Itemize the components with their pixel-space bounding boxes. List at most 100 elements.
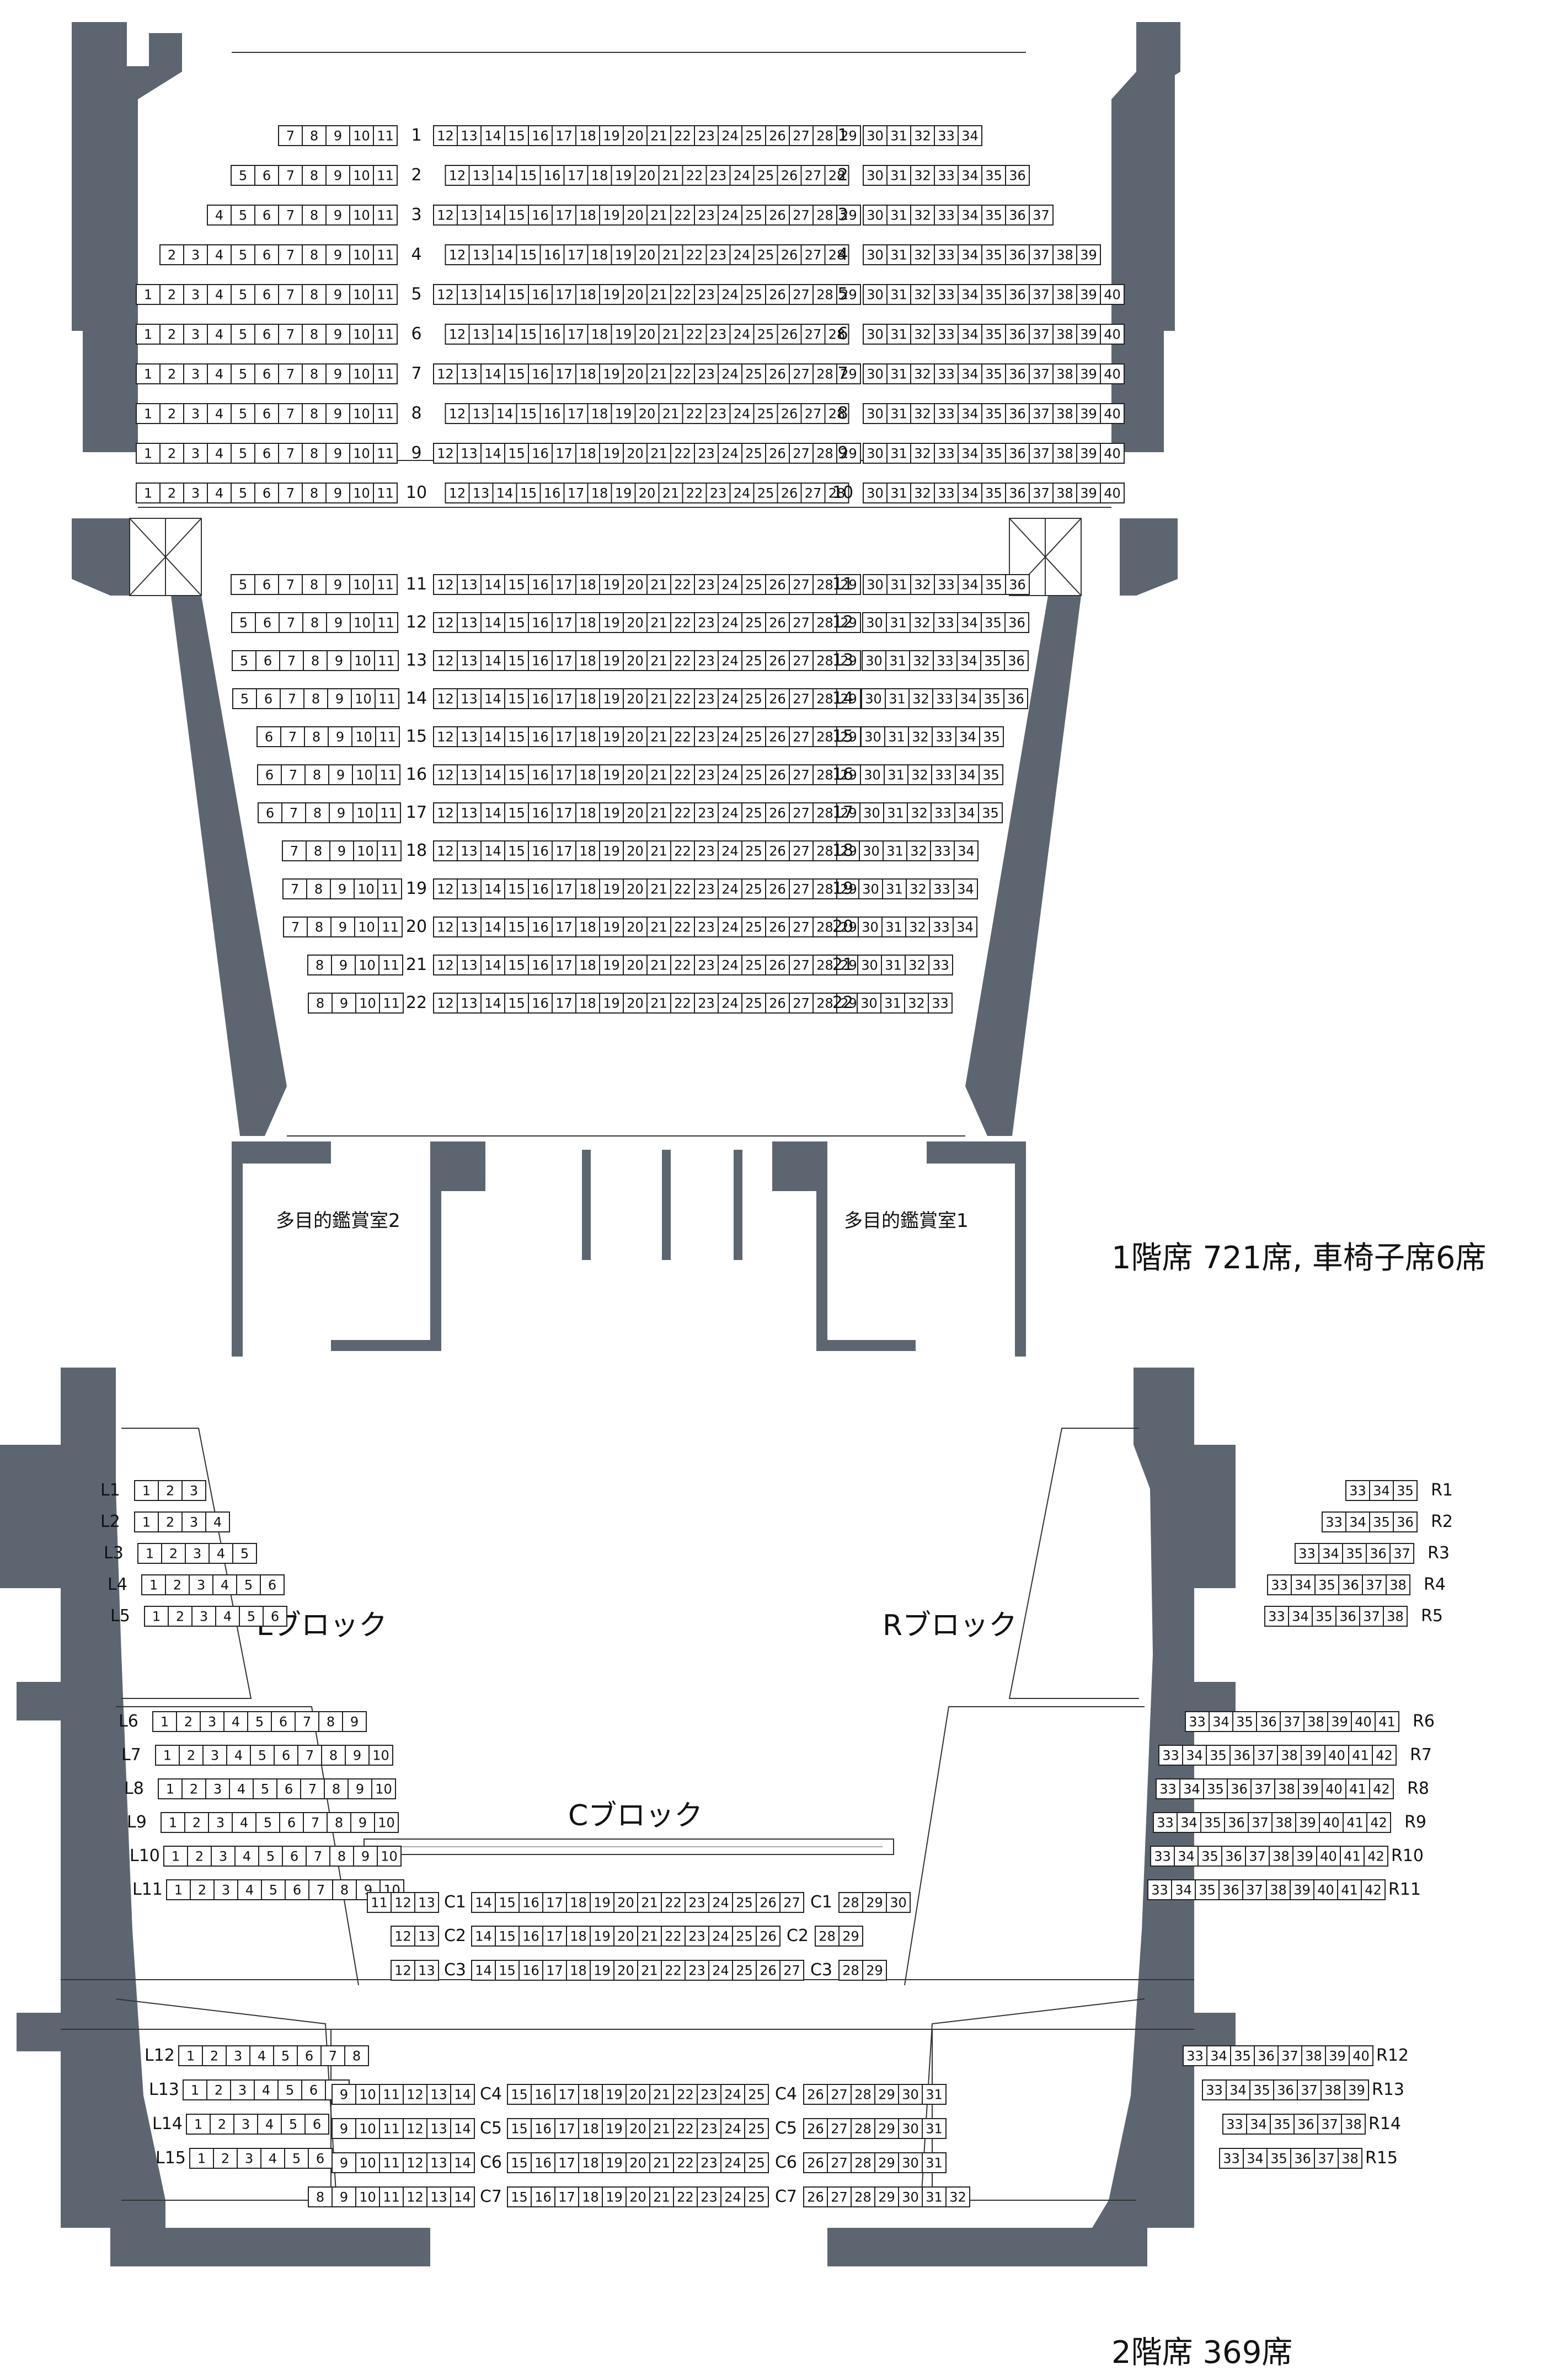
- seat[interactable]: 36: [1256, 1711, 1281, 1732]
- seat[interactable]: 37: [1029, 403, 1054, 424]
- seat[interactable]: 12: [433, 612, 458, 633]
- seat[interactable]: 6: [297, 2045, 322, 2066]
- seat[interactable]: 19: [599, 840, 624, 861]
- seat[interactable]: 24: [718, 205, 742, 226]
- seat[interactable]: 5: [253, 1778, 277, 1799]
- seat[interactable]: 31: [886, 125, 911, 146]
- seat[interactable]: 14: [480, 688, 505, 709]
- seat[interactable]: 17: [542, 1960, 567, 1981]
- seat[interactable]: 24: [720, 2186, 745, 2207]
- seat[interactable]: 21: [646, 840, 671, 861]
- seat[interactable]: 35: [1314, 1574, 1339, 1595]
- seat[interactable]: 14: [480, 878, 505, 899]
- seat[interactable]: 25: [744, 2186, 769, 2207]
- seat[interactable]: 30: [863, 574, 888, 595]
- seat[interactable]: 4: [226, 1745, 251, 1766]
- seat[interactable]: 14: [480, 955, 505, 975]
- seat[interactable]: 15: [504, 612, 529, 633]
- seat[interactable]: 24: [718, 284, 742, 305]
- seat[interactable]: 31: [884, 764, 908, 785]
- seat[interactable]: 34: [953, 916, 977, 937]
- seat[interactable]: 14: [480, 764, 505, 785]
- seat[interactable]: 21: [658, 483, 683, 503]
- seat[interactable]: 16: [528, 574, 553, 595]
- seat[interactable]: 24: [729, 165, 755, 186]
- seat[interactable]: 34: [958, 125, 982, 146]
- seat[interactable]: 27: [789, 612, 814, 633]
- seat[interactable]: 3: [230, 2079, 255, 2100]
- seat[interactable]: 20: [623, 205, 648, 226]
- seat[interactable]: 7: [280, 726, 305, 747]
- seat[interactable]: 2: [158, 1511, 183, 1532]
- seat[interactable]: 10: [349, 363, 374, 384]
- seat[interactable]: 10: [349, 443, 374, 464]
- seat[interactable]: 27: [789, 802, 814, 823]
- seat[interactable]: 7: [295, 1711, 319, 1732]
- seat[interactable]: 26: [777, 244, 802, 265]
- seat[interactable]: 7: [279, 612, 303, 633]
- seat[interactable]: 16: [528, 284, 553, 305]
- seat[interactable]: 2: [159, 244, 184, 265]
- seat[interactable]: 16: [528, 363, 553, 384]
- seat[interactable]: 35: [981, 483, 1006, 503]
- seat[interactable]: 27: [800, 483, 826, 503]
- seat[interactable]: 5: [284, 2148, 309, 2169]
- seat[interactable]: 15: [504, 916, 529, 937]
- seat[interactable]: 4: [207, 205, 232, 226]
- seat[interactable]: 21: [646, 574, 671, 595]
- seat[interactable]: 22: [670, 764, 695, 785]
- seat[interactable]: 32: [910, 244, 935, 265]
- seat[interactable]: 9: [328, 764, 353, 785]
- seat[interactable]: 8: [324, 1778, 349, 1799]
- seat[interactable]: 36: [1273, 2079, 1298, 2100]
- seat[interactable]: 5: [231, 483, 255, 503]
- seat[interactable]: 3: [181, 1511, 206, 1532]
- seat[interactable]: 39: [1076, 403, 1101, 424]
- seat[interactable]: 2: [213, 2148, 238, 2169]
- seat[interactable]: 1: [136, 363, 161, 384]
- seat[interactable]: 15: [504, 125, 529, 146]
- seat[interactable]: 9: [325, 324, 350, 345]
- seat[interactable]: 30: [857, 993, 881, 1014]
- seat[interactable]: 10: [377, 1846, 402, 1867]
- seat[interactable]: 23: [694, 125, 719, 146]
- seat[interactable]: 23: [694, 443, 719, 464]
- seat[interactable]: 4: [207, 284, 232, 305]
- seat[interactable]: 3: [183, 324, 208, 345]
- seat[interactable]: 6: [254, 205, 279, 226]
- seat[interactable]: 22: [682, 483, 707, 503]
- seat[interactable]: 1: [134, 1511, 159, 1532]
- seat[interactable]: 26: [765, 993, 790, 1014]
- seat[interactable]: 27: [800, 324, 826, 345]
- seat[interactable]: 19: [611, 483, 636, 503]
- seat[interactable]: 16: [531, 2118, 555, 2139]
- seat[interactable]: 42: [1369, 1778, 1394, 1799]
- seat[interactable]: 23: [697, 2152, 721, 2173]
- seat[interactable]: 10: [355, 2152, 380, 2173]
- seat[interactable]: 15: [504, 802, 529, 823]
- seat[interactable]: 33: [1264, 1606, 1289, 1627]
- seat[interactable]: 35: [1312, 1606, 1336, 1627]
- seat[interactable]: 5: [231, 244, 255, 265]
- seat[interactable]: 38: [1266, 1879, 1291, 1900]
- seat[interactable]: 36: [1005, 363, 1030, 384]
- seat[interactable]: 17: [552, 802, 576, 823]
- seat[interactable]: 11: [379, 993, 404, 1014]
- seat[interactable]: 13: [457, 764, 482, 785]
- seat[interactable]: 20: [623, 443, 648, 464]
- seat[interactable]: 7: [278, 324, 303, 345]
- seat[interactable]: 24: [718, 764, 742, 785]
- seat[interactable]: 37: [1029, 324, 1054, 345]
- seat[interactable]: 4: [223, 1711, 248, 1732]
- seat[interactable]: 22: [670, 955, 695, 975]
- seat[interactable]: 12: [433, 726, 458, 747]
- seat[interactable]: 24: [718, 125, 742, 146]
- seat[interactable]: 27: [789, 840, 814, 861]
- seat[interactable]: 37: [1029, 205, 1054, 226]
- seat[interactable]: 7: [308, 1879, 333, 1900]
- seat[interactable]: 9: [325, 363, 350, 384]
- seat[interactable]: 37: [1250, 1778, 1275, 1799]
- seat[interactable]: 33: [932, 688, 957, 709]
- seat[interactable]: 31: [886, 324, 911, 345]
- seat[interactable]: 1: [136, 324, 161, 345]
